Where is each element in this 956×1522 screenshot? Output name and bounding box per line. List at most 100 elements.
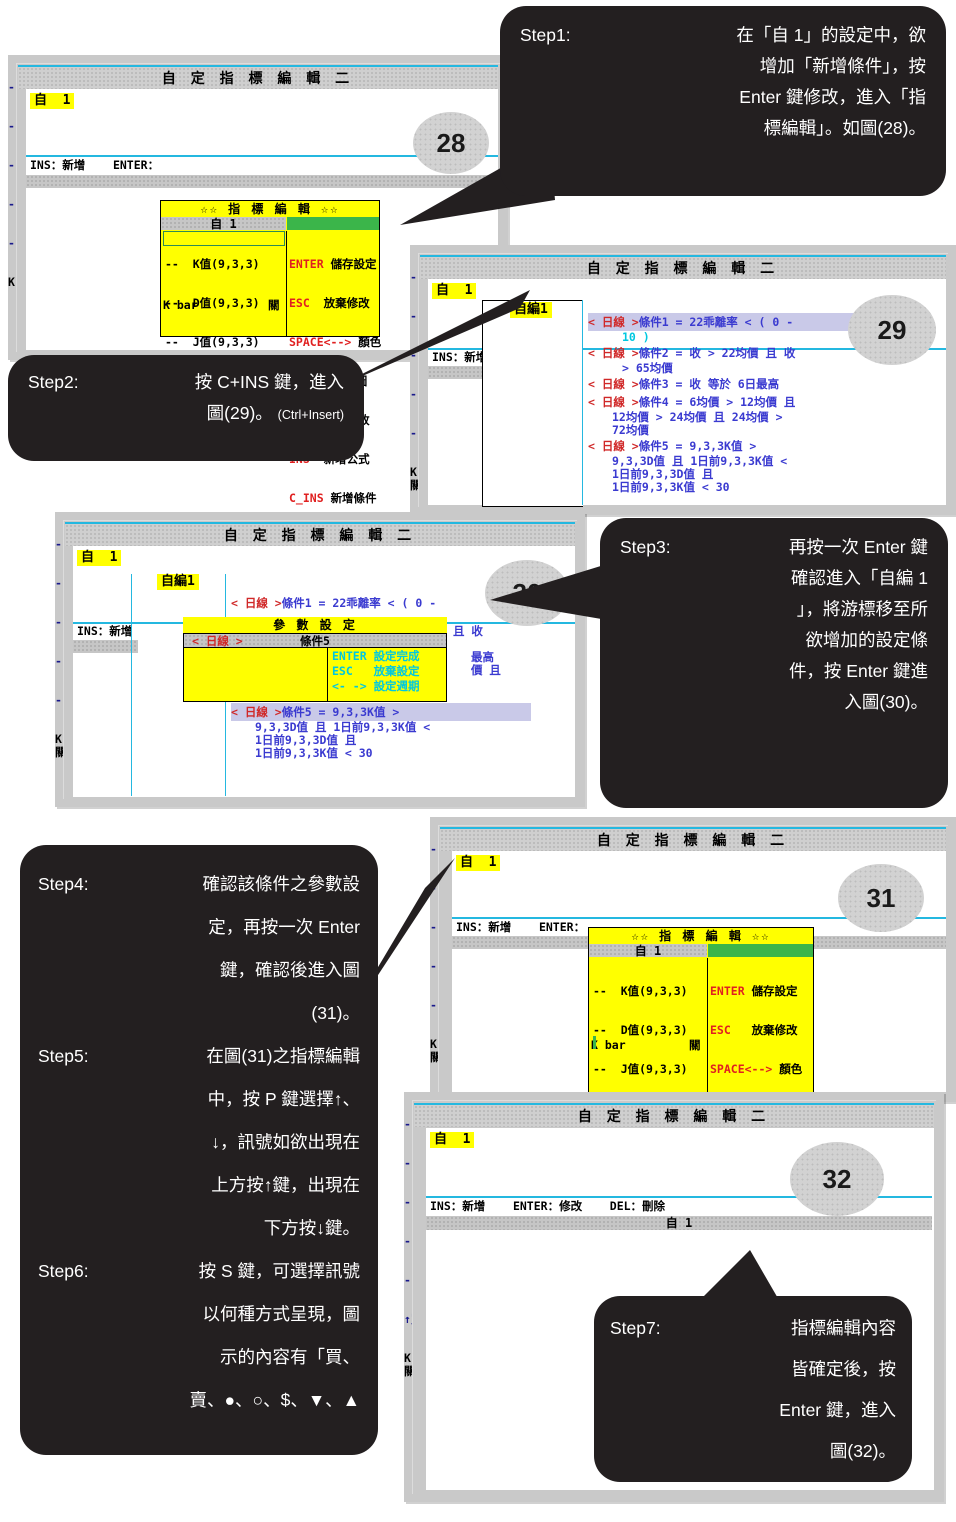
condition-row[interactable]: < 日線 >條件1 = 22乖離率 < ( 0 -	[231, 594, 531, 612]
window-29-hint: INS：新增	[432, 350, 488, 364]
menu-item[interactable]: ENTER 儲存設定	[289, 258, 379, 271]
menu-item[interactable]: ESC 放棄設定	[332, 665, 420, 678]
window-29-inner-pane	[482, 300, 583, 507]
condition-cont: > 65均價	[622, 361, 673, 375]
menu-key: <- ->	[332, 679, 367, 693]
param-dialog-condition-row: < 日線 > 條件5	[183, 633, 447, 648]
condition-text: 條件5 = 9,3,3K值 >	[638, 439, 757, 453]
window-32-top-rule	[414, 1103, 934, 1105]
menu-label: 顏色	[358, 335, 382, 349]
list-item[interactable]: -- J值(9,3,3)	[165, 335, 260, 349]
window-32-right-edge-label: 關	[404, 1364, 416, 1378]
param-period: < 日線 >	[192, 634, 243, 648]
condition-text: 1日前9,3,3D值 且	[255, 733, 357, 747]
window-28-divider	[26, 155, 498, 157]
window-28-top-rule	[18, 65, 498, 67]
window-32-divider	[426, 1196, 932, 1198]
menu-item[interactable]: ESC 放棄修改	[710, 1024, 813, 1037]
bubble-line: 在圖(31)之指標編輯	[206, 1046, 360, 1066]
menu-label: 設定完成	[373, 649, 420, 663]
window-31-name-tag: 自 1	[456, 855, 501, 871]
menu-key: ESC	[289, 296, 310, 310]
bubble-line: 圖(29)。	[206, 403, 273, 423]
popup-subheader: 自 1	[161, 217, 286, 231]
bubble-line: 確認進入「自編 1	[790, 568, 928, 588]
bubble-line: 」，將游標移至所	[796, 599, 928, 619]
bubble-line: 下方按↓鍵。	[263, 1218, 360, 1238]
condition-cont: 1日前9,3,3K值 < 30	[612, 480, 730, 494]
menu-key: SPACE<-->	[710, 1062, 773, 1076]
window-28: 自 定 指 標 編 輯 二 自 1 INS：新增 ENTER： -- K值(9,…	[8, 55, 508, 622]
bubble-line: 指標編輯內容	[791, 1318, 896, 1338]
param-dialog-title: 參 數 設 定	[183, 617, 447, 633]
list-item[interactable]: -- K值(9,3,3)	[165, 257, 260, 271]
condition-row-selected[interactable]: < 日線 >條件1 = 22乖離率 < ( 0 -	[588, 313, 890, 331]
menu-item[interactable]: C_INS 新增條件	[289, 492, 379, 505]
window-28-sub-header	[26, 175, 498, 188]
condition-text: 條件2 = 收 > 22均價 且 收	[638, 346, 796, 360]
list-item[interactable]: -- D值(9,3,3)	[593, 1023, 688, 1037]
menu-item[interactable]: SPACE<--> 顏色	[710, 1063, 813, 1076]
window-31-titlebar: 自 定 指 標 編 輯 二	[440, 829, 946, 851]
window-28-titlebar: 自 定 指 標 編 輯 二	[18, 67, 498, 89]
condition-period: < 日線 >	[231, 705, 282, 719]
menu-item[interactable]: ESC 放棄修改	[289, 297, 379, 310]
bubble-line: 在「自 1」的設定中，欲	[736, 25, 926, 45]
window-31-hint: INS：新增 ENTER：	[456, 920, 586, 934]
list-item[interactable]: -- K值(9,3,3)	[593, 984, 688, 998]
param-dialog-menu-box: ENTER 設定完成 ESC 放棄設定 <- -> 設定週期	[327, 648, 447, 702]
bubble-line: 確認該條件之參數設	[202, 874, 361, 894]
window-31-right-edge-label: 關	[430, 1050, 442, 1064]
condition-text: 9,3,3D值 且 1日前9,3,3K值 <	[255, 720, 431, 734]
menu-label: 設定週期	[373, 679, 420, 693]
window-29-titlebar: 自 定 指 標 編 輯 二	[420, 257, 946, 279]
condition-text: 條件5 = 9,3,3K值 >	[281, 705, 400, 719]
window-30-inner-divider-left	[131, 574, 132, 796]
window-31-divider	[452, 917, 946, 919]
popup-green-bar	[708, 944, 813, 957]
window-32-hint: INS：新增 ENTER：修改 DEL：刪除	[430, 1199, 666, 1213]
figure-badge-31: 31	[838, 864, 924, 932]
bubble-line: 賣、●、○、$、▼、▲	[189, 1390, 360, 1410]
popup-vertical-rule	[286, 231, 287, 336]
condition-row[interactable]: < 日線 >條件4 = 6均價 > 12均價 且	[588, 393, 890, 411]
condition-text: 且 收	[453, 624, 483, 638]
figure-badge-29: 29	[848, 295, 936, 365]
bubble-line: 皆確定後，按	[791, 1359, 896, 1379]
window-29-inner-divider	[582, 300, 583, 505]
condition-row[interactable]: < 日線 >條件2 = 收 > 22均價 且 收	[588, 344, 890, 362]
param-dialog-input-area[interactable]	[183, 648, 327, 702]
window-30-hint: INS：新增	[77, 624, 133, 638]
bubble-line: 欲增加的設定條	[805, 630, 929, 650]
bubble-line: ↓，訊號如欲出現在	[211, 1132, 360, 1152]
list-item[interactable]: -- D值(9,3,3)	[165, 296, 260, 310]
condition-text: 條件4 = 6均價 > 12均價 且	[638, 395, 796, 409]
menu-item[interactable]: SPACE<--> 顏色	[289, 335, 382, 349]
bubble-step1: Step1:在「自 1」的設定中，欲 Step1:增加「新增條件」，按 Step…	[500, 6, 946, 196]
condition-row-selected[interactable]: < 日線 >條件5 = 9,3,3K值 >	[231, 703, 531, 721]
popup-footer-left: K bar	[163, 298, 198, 312]
condition-row[interactable]: < 日線 >條件5 = 9,3,3K值 >	[588, 437, 890, 455]
popup-footer-right: 關	[268, 298, 280, 312]
menu-item[interactable]: ENTER 儲存設定	[710, 985, 813, 998]
menu-key: ESC	[332, 664, 353, 678]
bubble-note: (Ctrl+Insert)	[277, 408, 344, 422]
condition-cont: 12均價 > 24均價 且 24均價 >	[612, 410, 783, 424]
bubble-step1-label: Step1:	[520, 25, 571, 45]
condition-row[interactable]: < 日線 >條件3 = 收 等於 6日最高	[588, 375, 890, 393]
popup-vertical-rule	[707, 958, 708, 1098]
menu-item[interactable]: ENTER 設定完成	[332, 650, 420, 663]
bubble-line: Enter 鍵，進入	[779, 1400, 896, 1420]
list-item[interactable]: -- J值(9,3,3)	[593, 1062, 688, 1076]
bubble-line: 中，按 P 鍵選擇↑、	[207, 1089, 360, 1109]
popup-footer-left: K bar	[591, 1038, 626, 1052]
bubble-line: 件，按 Enter 鍵進	[788, 661, 928, 681]
window-30-name-tag: 自 1	[77, 550, 122, 566]
condition-text: 價 且	[471, 663, 501, 677]
bubble-step7-label: Step7:	[610, 1318, 661, 1338]
menu-item[interactable]: <- -> 設定週期	[332, 680, 420, 693]
bubble-line: 入圖(30)。	[844, 692, 928, 712]
window-28-hint: INS：新增 ENTER：	[30, 158, 160, 172]
step2-tail	[330, 290, 530, 390]
popup-title: ☆☆ 指 標 編 輯 ☆☆	[161, 201, 379, 217]
